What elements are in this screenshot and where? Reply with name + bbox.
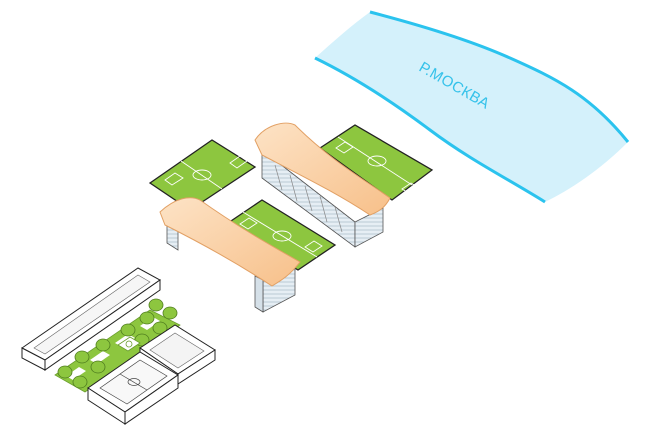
tree-icon [95,338,111,352]
tree-icon [162,306,178,320]
tree-icon [72,375,88,389]
tree-icon [148,298,164,312]
green-promenade [54,298,181,393]
river-bank-south [314,56,546,204]
field-surface [148,139,257,211]
football-field-middle [223,199,337,271]
building-facade-side [254,275,264,313]
field-markings [335,136,420,195]
field-markings [164,155,248,190]
indoor-pitch-box [87,351,179,425]
roof-canopy [159,197,301,287]
tree-icon [152,321,168,335]
roof-canopy [254,122,391,216]
tree-icon [139,311,155,325]
stadium-building-left [159,197,301,313]
long-box-building [21,267,161,371]
tree-icon [57,365,73,379]
stand-seating [274,164,343,233]
river-bank-north [369,10,630,143]
river-surface [315,12,628,202]
tree-icon [90,360,106,374]
football-field-left [148,139,257,211]
river-moskva: Р.МОСКВА [314,10,630,204]
stadium-building-right [254,122,391,248]
football-field-right [318,124,434,201]
tree-icon [74,350,90,364]
field-markings [239,211,323,258]
small-pitch-marking [117,336,141,352]
tree-icon [120,323,136,337]
